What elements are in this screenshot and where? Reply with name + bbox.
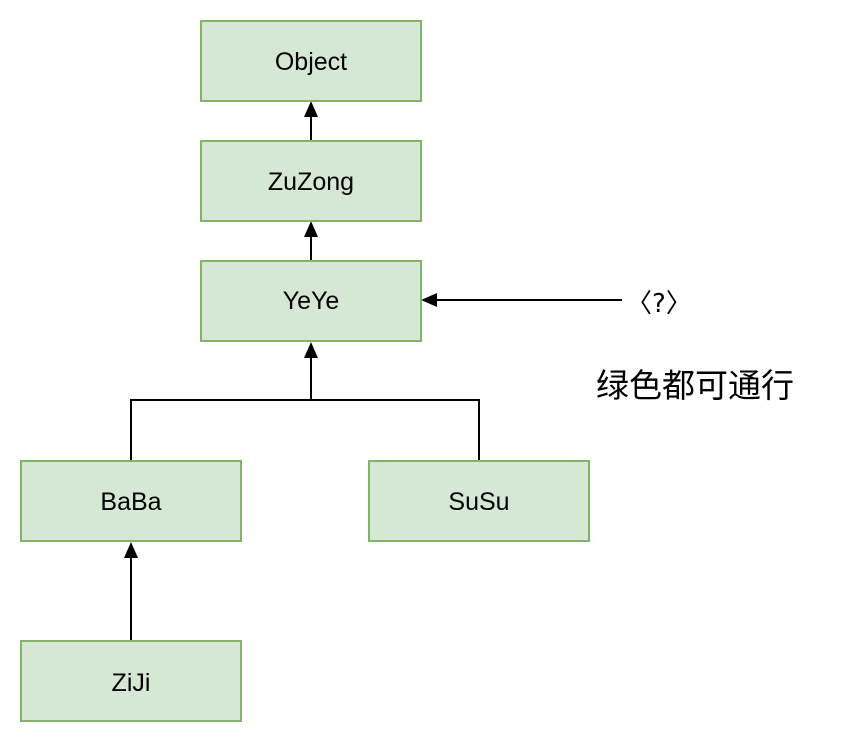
node-susu-box bbox=[368, 460, 590, 542]
arrowhead-baba bbox=[124, 542, 138, 558]
node-ziji-label: ZiJi bbox=[112, 669, 151, 697]
node-baba-box bbox=[20, 460, 242, 542]
node-zuzong-label: ZuZong bbox=[268, 168, 354, 196]
node-baba-label: BaBa bbox=[100, 488, 161, 516]
node-yeye: YeYe bbox=[200, 260, 422, 342]
edges bbox=[124, 101, 622, 640]
node-ziji-box bbox=[20, 640, 242, 722]
node-ziji: ZiJi bbox=[20, 640, 242, 722]
node-object: Object bbox=[200, 20, 422, 102]
node-yeye-box bbox=[200, 260, 422, 342]
edge-baba-to-yeye bbox=[130, 357, 312, 460]
arrowhead-yeye bbox=[304, 342, 318, 358]
node-zuzong-box bbox=[200, 140, 422, 222]
wildcard-annotation: 〈?〉 bbox=[626, 289, 692, 319]
arrowhead-object bbox=[304, 101, 318, 117]
node-susu: SuSu bbox=[368, 460, 590, 542]
node-object-label: Object bbox=[275, 48, 347, 76]
node-yeye-label: YeYe bbox=[283, 287, 340, 315]
arrowhead-wildcard bbox=[421, 293, 437, 307]
node-susu-label: SuSu bbox=[448, 488, 509, 516]
note-annotation: 绿色都可通行 bbox=[596, 366, 794, 405]
edge-susu-to-yeye bbox=[311, 399, 480, 460]
arrowhead-zuzong bbox=[304, 221, 318, 237]
node-baba: BaBa bbox=[20, 460, 242, 542]
node-object-box bbox=[200, 20, 422, 102]
node-zuzong: ZuZong bbox=[200, 140, 422, 222]
